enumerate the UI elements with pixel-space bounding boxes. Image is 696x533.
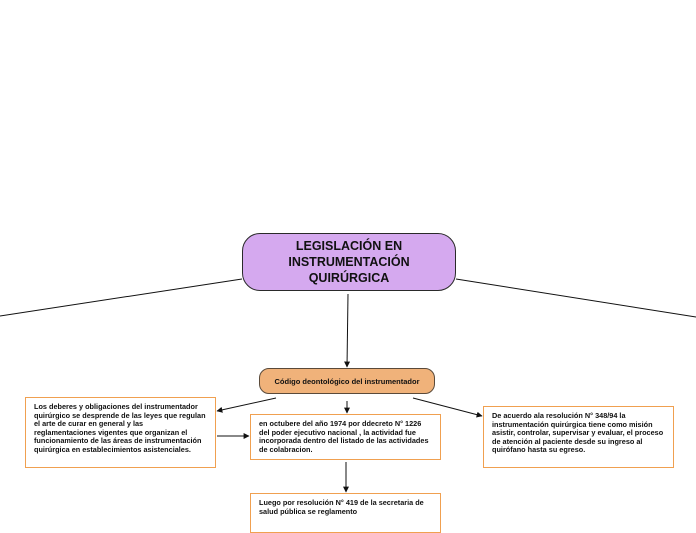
note-decreto-text: en octubere del año 1974 por ddecreto N°… bbox=[259, 419, 429, 454]
hub-topic-label: Código deontológico del instrumentador bbox=[274, 376, 420, 386]
arrow-hub-to-right bbox=[412, 397, 483, 418]
note-resolucion-348[interactable]: De acuerdo ala resolución N° 348/94 la i… bbox=[483, 406, 674, 468]
connector-lines bbox=[0, 278, 696, 493]
note-decreto-1226[interactable]: en octubere del año 1974 por ddecreto N°… bbox=[250, 414, 441, 460]
branch-line-right bbox=[455, 278, 696, 318]
note-resolucion-348-text: De acuerdo ala resolución N° 348/94 la i… bbox=[492, 411, 664, 455]
note-deberes-text: Los deberes y obligaciones del instrumen… bbox=[34, 402, 206, 454]
root-topic[interactable]: LEGISLACIÓN EN INSTRUMENTACIÓN QUIRÚRGIC… bbox=[242, 233, 456, 291]
arrow-hub-to-left bbox=[216, 397, 277, 413]
note-resolucion-419-text: Luego por resolución N° 419 de la secret… bbox=[259, 498, 424, 516]
arrow-root-to-hub bbox=[344, 293, 351, 368]
hub-topic[interactable]: Código deontológico del instrumentador bbox=[259, 368, 435, 394]
note-deberes-obligaciones[interactable]: Los deberes y obligaciones del instrumen… bbox=[25, 397, 216, 468]
root-topic-title: LEGISLACIÓN EN INSTRUMENTACIÓN QUIRÚRGIC… bbox=[288, 239, 410, 285]
note-resolucion-419[interactable]: Luego por resolución N° 419 de la secret… bbox=[250, 493, 441, 533]
branch-line-left bbox=[0, 278, 243, 317]
